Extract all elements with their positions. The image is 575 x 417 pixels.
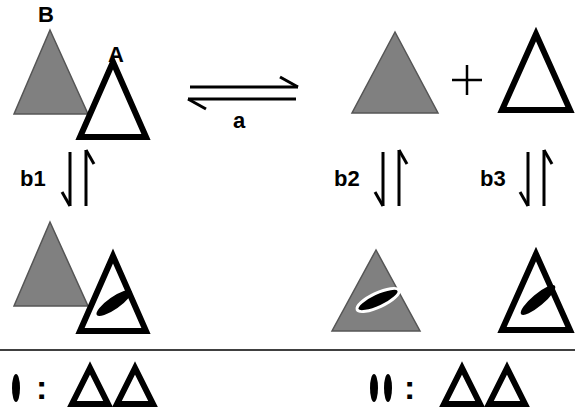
white-triangle <box>80 62 146 137</box>
ligand <box>517 281 558 318</box>
arrow-barb <box>188 99 206 109</box>
reaction-label: a <box>233 110 245 132</box>
ligand <box>93 286 134 320</box>
ligand <box>12 374 20 402</box>
ligand <box>370 374 378 402</box>
part-label: B <box>38 4 54 26</box>
white-triangle <box>72 368 108 404</box>
reaction-label: b3 <box>480 168 506 190</box>
separator-line <box>0 349 575 351</box>
grey-triangle <box>352 32 438 113</box>
ligand <box>384 374 392 402</box>
reaction-label: b2 <box>334 168 360 190</box>
arrow-barb <box>280 77 298 87</box>
key-separator: : <box>36 370 47 404</box>
grey-triangle <box>14 30 88 114</box>
grey-triangle <box>14 222 88 306</box>
binding-arrows <box>62 150 552 206</box>
white-triangle <box>489 368 525 404</box>
reaction-label: b1 <box>20 168 46 190</box>
part-label: A <box>108 44 124 66</box>
white-triangle <box>444 368 480 404</box>
white-triangle <box>502 34 570 110</box>
forward-arrow <box>190 86 298 89</box>
white-triangle <box>80 256 146 331</box>
key-separator: : <box>404 370 415 404</box>
white-triangle <box>502 254 570 330</box>
plus-sign <box>466 65 469 95</box>
white-triangle <box>117 368 153 404</box>
grey-triangle <box>332 250 420 331</box>
ligand <box>354 284 402 316</box>
reverse-arrow <box>188 98 296 101</box>
